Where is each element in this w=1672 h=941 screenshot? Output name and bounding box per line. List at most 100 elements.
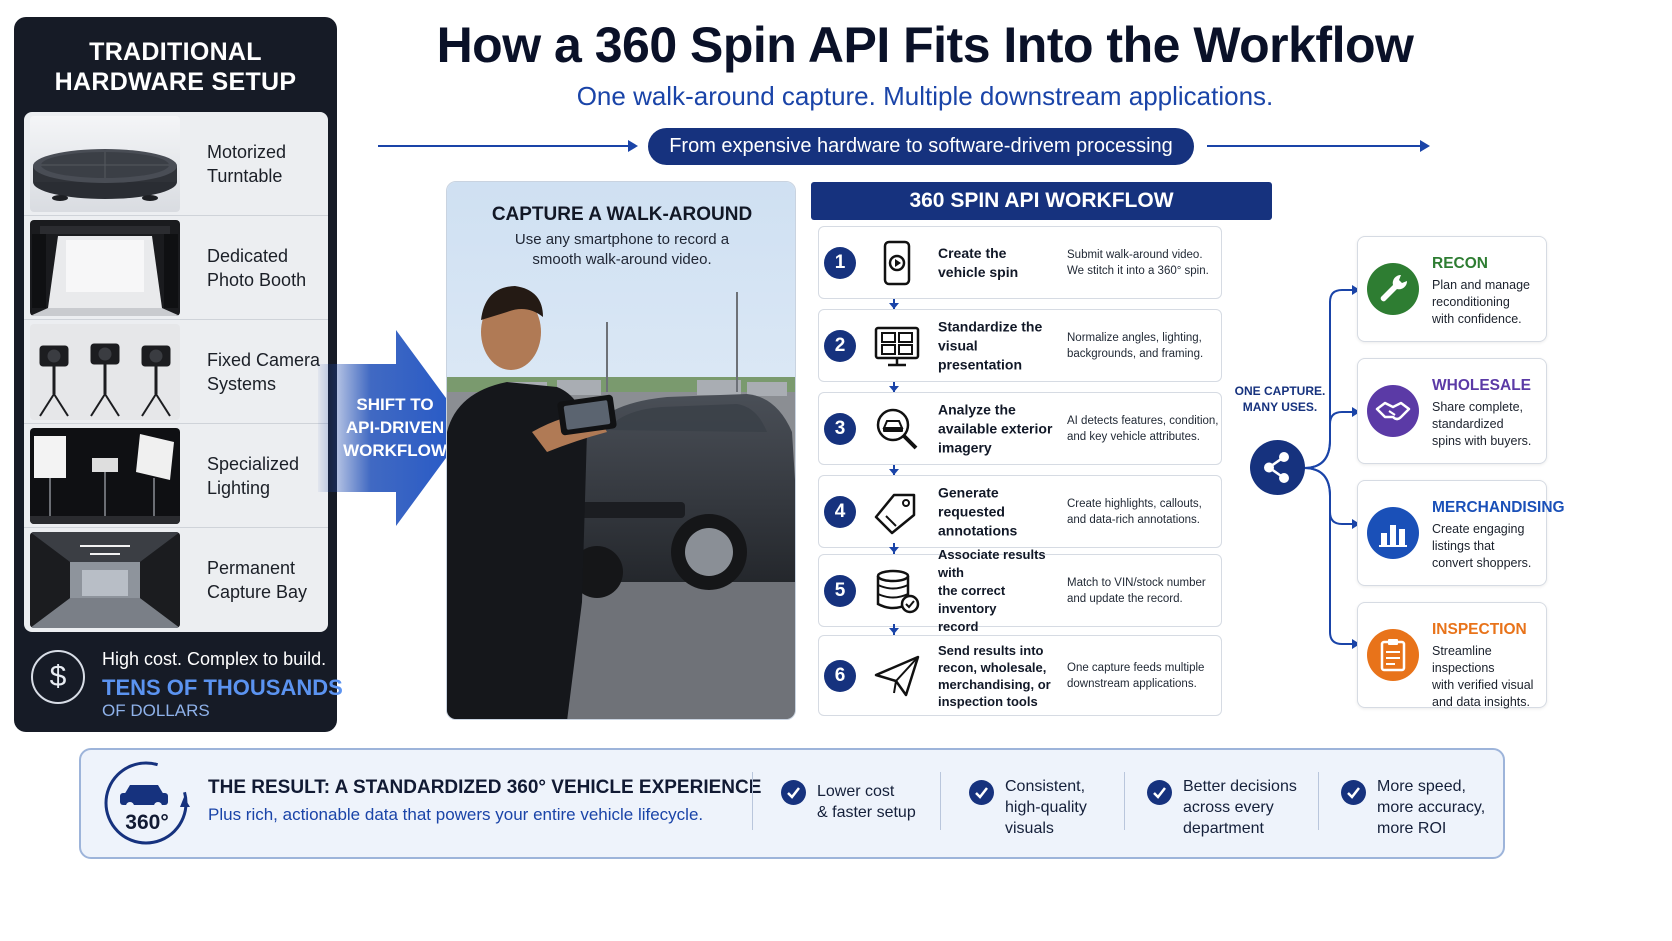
car-360-icon: 360° — [104, 761, 190, 845]
dollar-icon: $ — [31, 650, 85, 704]
traditional-hardware-panel: TRADITIONAL HARDWARE SETUP — [14, 17, 343, 732]
handshake-icon — [1367, 385, 1419, 437]
use-description: Share complete, standardized spins with … — [1432, 400, 1532, 448]
tag-icon — [874, 493, 916, 534]
use-card-recon: RECON Plan and manage reconditioning wit… — [1357, 236, 1547, 342]
step-description: Match to VIN/stock number and update the… — [1067, 576, 1206, 605]
workflow-step-3: 3 Analyze the available exterior imagery… — [818, 392, 1222, 465]
step-title: Generate requested annotations — [938, 484, 1018, 538]
hardware-item-lighting: Specialized Lighting — [24, 424, 328, 528]
result-title: THE RESULT: A STANDARDIZED 360° VEHICLE … — [208, 777, 762, 798]
flow-line-left — [378, 145, 634, 147]
workflow-step-5: 5 Associate results with the correct inv… — [818, 547, 1222, 634]
benefit-text: Consistent, high-quality visuals — [1005, 778, 1087, 837]
workflow-step-6: 6 Send results into recon, wholesale, me… — [818, 635, 1222, 716]
check-circle-icon — [1147, 780, 1172, 805]
cost-summary: High cost. Complex to build. — [102, 649, 327, 669]
step-title: Standardize the visual presentation — [938, 318, 1043, 372]
branch-connector — [1303, 285, 1360, 649]
hardware-item-capture-bay: Permanent Capture Bay — [24, 528, 328, 632]
step-number: 2 — [824, 329, 856, 362]
benefit-text: Better decisions across every department — [1183, 778, 1297, 837]
use-title: WHOLESALE — [1432, 377, 1532, 394]
step-number: 4 — [824, 495, 856, 528]
page-subtitle: One walk-around capture. Multiple downst… — [576, 81, 1274, 111]
flow-line-right — [1207, 145, 1425, 147]
hardware-item-turntable: Motorized Turntable — [24, 112, 328, 216]
arrow-down-icon — [889, 628, 899, 634]
step-description: One capture feeds multiple downstream ap… — [1067, 661, 1205, 690]
smartphone-video-icon — [883, 240, 911, 285]
clipboard-icon — [1367, 629, 1419, 681]
use-description: Streamline inspections with verified vis… — [1432, 644, 1534, 709]
hardware-item-photo-booth: Dedicated Photo Booth — [24, 216, 328, 320]
arrow-down-icon — [889, 547, 899, 553]
divider — [1124, 772, 1125, 830]
divider — [940, 772, 941, 830]
workflow-step-4: 4 Generate requested annotations Create … — [818, 475, 1222, 548]
hardware-label: Permanent Capture Bay — [207, 558, 308, 602]
step-title: Analyze the available exterior imagery — [938, 401, 1053, 455]
capture-walkaround-card: CAPTURE A WALK-AROUND Use any smartphone… — [446, 181, 796, 720]
hardware-label: Motorized Turntable — [207, 142, 287, 186]
step-number: 1 — [824, 246, 856, 279]
hardware-list: Motorized Turntable Dedicated Photo Bo — [24, 112, 328, 632]
step-title: Send results into recon, wholesale, merc… — [938, 642, 1051, 709]
hardware-label: Specialized Lighting — [207, 454, 300, 498]
use-card-wholesale: WHOLESALE Share complete, standardized s… — [1357, 358, 1547, 464]
step-number: 5 — [824, 574, 856, 607]
use-description: Create engaging listings that convert sh… — [1432, 522, 1532, 570]
step-title: Associate results with the correct inven… — [938, 546, 1046, 634]
use-card-merchandising: MERCHANDISING Create engaging listings t… — [1357, 480, 1565, 586]
hardware-label: Fixed Camera Systems — [207, 350, 321, 394]
capture-title: CAPTURE A WALK-AROUND — [491, 204, 753, 225]
check-circle-icon — [1341, 780, 1366, 805]
arrow-down-icon — [889, 386, 899, 392]
step-description: Create highlights, callouts, and data-ri… — [1067, 497, 1202, 526]
workflow-step-2: 2 Standardize the visual presentation No… — [818, 309, 1222, 382]
use-title: RECON — [1432, 255, 1488, 272]
grid-monitor-icon — [874, 326, 920, 366]
result-subtitle: Plus rich, actionable data that powers y… — [208, 805, 704, 824]
step-description: AI detects features, condition, and key … — [1067, 414, 1219, 443]
check-circle-icon — [781, 780, 806, 805]
step-number: 6 — [824, 659, 856, 692]
share-hub — [1250, 440, 1305, 495]
one-capture-label: ONE CAPTURE. MANY USES. — [1234, 384, 1326, 414]
shift-arrow-icon — [318, 330, 468, 526]
workflow-header: 360 SPIN API WORKFLOW — [811, 182, 1272, 220]
cost-unit: OF DOLLARS — [102, 701, 210, 720]
hardware-label: Dedicated Photo Booth — [207, 246, 307, 290]
arrow-right-icon — [1420, 140, 1430, 152]
benefit-text: Lower cost & faster setup — [817, 783, 916, 821]
bar-chart-icon — [1367, 507, 1419, 559]
arrow-right-icon — [628, 140, 638, 152]
fixed-camera-image — [30, 324, 180, 420]
hardware-item-fixed-camera: Fixed Camera Systems — [24, 320, 328, 424]
workflow-step-1: 1 Create the vehicle spin Submit walk-ar… — [818, 226, 1222, 299]
paper-plane-icon — [874, 655, 920, 696]
photo-booth-image — [30, 220, 180, 316]
divider — [752, 772, 753, 830]
step-description: Submit walk-around video. We stitch it i… — [1067, 248, 1209, 277]
hardware-panel-title: TRADITIONAL HARDWARE SETUP — [54, 38, 297, 96]
step-description: Normalize angles, lighting, backgrounds,… — [1067, 331, 1204, 360]
database-check-icon — [876, 569, 920, 613]
capture-description: Use any smartphone to record a smooth wa… — [514, 231, 730, 268]
arrow-down-icon — [889, 469, 899, 475]
walkaround-photo — [447, 182, 795, 719]
flow-pill: From expensive hardware to software-driv… — [648, 128, 1194, 165]
page-title: How a 360 Spin API Fits Into the Workflo… — [436, 17, 1414, 73]
wrench-icon — [1367, 263, 1419, 315]
capture-bay-image — [30, 532, 180, 628]
check-circle-icon — [969, 780, 994, 805]
step-title: Create the vehicle spin — [938, 244, 1019, 280]
use-title: INSPECTION — [1432, 621, 1527, 638]
step-number: 3 — [824, 412, 856, 445]
shift-label: SHIFT TO API-DRIVEN WORKFLOW — [343, 395, 447, 460]
use-description: Plan and manage reconditioning with conf… — [1432, 278, 1530, 326]
use-card-inspection: INSPECTION Streamline inspections with v… — [1357, 602, 1547, 709]
use-title: MERCHANDISING — [1432, 499, 1565, 516]
arrow-down-icon — [889, 303, 899, 309]
divider — [1318, 772, 1319, 830]
